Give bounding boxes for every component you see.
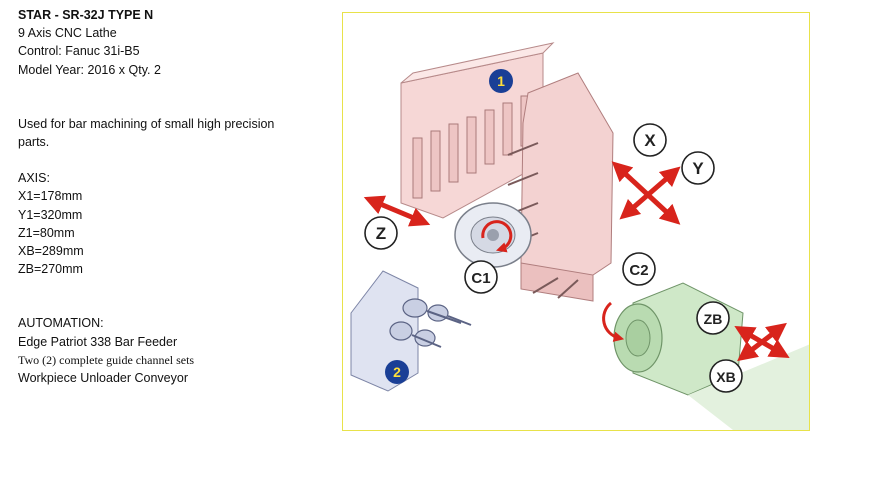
xb-axis-arrow [737,322,787,362]
label-bubble-c1 [464,260,498,294]
gang-tool-post [400,42,555,219]
label-bubble-y [681,151,715,185]
axis-item: ZB=270mm [18,262,83,277]
description-line: Used for bar machining of small high pre… [18,116,275,131]
z-axis-arrow [363,195,431,227]
machine-subtitle: 9 Axis CNC Lathe [18,26,117,41]
axis-label-c2: C2 [629,262,648,279]
axis-label-zb: ZB [704,311,723,327]
axis-item: XB=289mm [18,244,84,259]
machine-axis-diagram: 1 2 X Y Z C1 C2 ZB XB [342,12,810,431]
machine-spec: STAR - SR-32J TYPE N 9 Axis CNC Lathe Co… [18,6,318,387]
axis-item: Y1=320mm [18,207,83,222]
automation-item: Two (2) complete guide channel sets [18,352,195,367]
axis-label-z: Z [376,224,386,243]
axis-label-xb: XB [716,369,735,385]
axis-item: Z1=80mm [18,225,75,240]
label-bubble-z [364,216,398,250]
back-tool-holder [350,270,472,392]
label-bubble-zb [696,301,730,335]
axis-heading: AXIS: [18,171,50,186]
axis-item: X1=178mm [18,189,83,204]
automation-item: Workpiece Unloader Conveyor [18,371,188,386]
axis-label-c1: C1 [471,270,490,287]
model-year-line: Model Year: 2016 x Qty. 2 [18,62,161,77]
y-axis-arrow [619,166,681,220]
automation-heading: AUTOMATION: [18,316,104,331]
c1-rotation-arrow [481,220,513,253]
label-bubble-c2 [622,252,656,286]
description-line: parts. [18,135,50,150]
marker-1-number: 1 [497,73,505,89]
label-bubble-x [633,123,667,157]
axis-label-y: Y [692,159,704,178]
marker-2-badge [385,360,409,384]
automation-item: Edge Patriot 338 Bar Feeder [18,334,178,349]
axis-label-x: X [644,131,656,150]
c2-rotation-arrow [602,301,625,342]
control-line: Control: Fanuc 31i-B5 [18,44,140,59]
main-spindle [454,202,532,268]
marker-1-badge [489,69,513,93]
label-bubble-xb [709,359,743,393]
marker-2-number: 2 [393,364,401,380]
machine-title: STAR - SR-32J TYPE N [18,8,154,22]
